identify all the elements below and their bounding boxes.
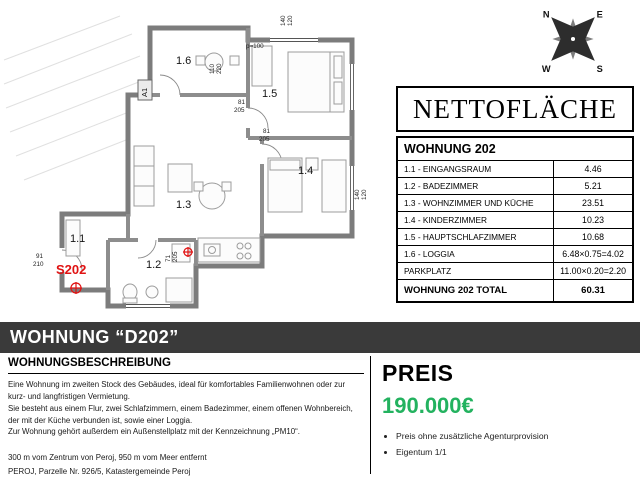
description-paragraph: Zur Wohnung gehört außerdem ein Außenste…	[8, 427, 300, 437]
description-section: WOHNUNGSBESCHREIBUNG Eine Wohnung im zwe…	[8, 357, 364, 478]
price-note: Preis ohne zusätzliche Agenturprovision	[396, 431, 634, 441]
dimension-label: 110	[209, 63, 216, 74]
furniture	[65, 45, 347, 304]
dimension-label: p=100	[246, 43, 264, 50]
dimension-label: 205	[259, 136, 270, 143]
door	[59, 74, 283, 272]
row-label: 1.5 - HAUPTSCHLAFZIMMER	[396, 228, 555, 246]
description-heading: WOHNUNGSBESCHREIBUNG	[8, 357, 171, 369]
dimension-label: 140	[354, 189, 361, 200]
unit-label: S202	[56, 262, 86, 277]
heading-divider	[8, 373, 364, 374]
room-label-1-4: 1.4	[298, 165, 313, 177]
dimension-label: 140	[280, 15, 287, 26]
right-panel: N E S W NETTOFLÄCHE WOHNUNG 202 1.1 - EI…	[392, 0, 640, 322]
row-label: 1.4 - KINDERZIMMER	[396, 211, 555, 229]
row-value: 10.68	[553, 228, 634, 246]
netto-title: NETTOFLÄCHE	[413, 93, 617, 124]
dimension-label: 205	[234, 107, 245, 114]
location-info: 300 m vom Zentrum von Peroj, 950 m vom M…	[8, 451, 364, 478]
compass-s: S	[597, 64, 603, 74]
description-paragraph: Sie besteht aus einem Flur, zwei Schlafz…	[8, 403, 353, 425]
row-value: 11.00×0.20=2.20	[553, 262, 634, 280]
room-label-1-1: 1.1	[70, 233, 85, 245]
room-label-1-3: 1.3	[176, 199, 191, 211]
vertical-divider	[370, 356, 371, 474]
row-label: PARKPLATZ	[396, 262, 555, 280]
dimension-label: 205	[172, 251, 179, 262]
room-label-1-5: 1.5	[262, 88, 277, 100]
row-label: 1.3 - WOHNZIMMER UND KÜCHE	[396, 194, 555, 212]
netto-table-header: WOHNUNG 202	[396, 136, 634, 161]
price-notes: Preis ohne zusätzliche Agenturprovision …	[396, 431, 634, 457]
compass-rose: N E S W	[542, 9, 603, 74]
row-value: 5.21	[553, 177, 634, 195]
price-section: PREIS 190.000€ Preis ohne zusätzliche Ag…	[382, 360, 634, 463]
title-banner: WOHNUNG “D202”	[0, 322, 640, 353]
row-label: 1.1 - EINGANGSRAUM	[396, 160, 555, 178]
row-label: 1.6 - LOGGIA	[396, 245, 555, 263]
row-label: 1.2 - BADEZIMMER	[396, 177, 555, 195]
dimension-label: 71	[165, 254, 172, 262]
dimension-label: 220	[216, 63, 223, 74]
price-value: 190.000€	[382, 393, 474, 418]
floor-plan: S202 A1 1.6 1.5 1.4 1.3 1.1 1.2 140 120 …	[3, 15, 368, 309]
dimension-label: 120	[287, 15, 294, 26]
a1-marker: A1	[137, 79, 153, 101]
svg-text:A1: A1	[140, 88, 149, 97]
dimension-label: 81	[263, 128, 271, 135]
dimension-label: 210	[33, 261, 44, 268]
row-value: 10.23	[553, 211, 634, 229]
location-line: 300 m vom Zentrum von Peroj, 950 m vom M…	[8, 453, 207, 463]
row-value: 23.51	[553, 194, 634, 212]
red-survey-marks	[70, 247, 193, 294]
total-value: 60.31	[553, 279, 634, 303]
dimension-label: 120	[361, 189, 368, 200]
row-value: 6.48×0.75=4.02	[553, 245, 634, 263]
dimension-label: 81	[238, 99, 246, 106]
location-line: PEROJ, Parzelle Nr. 926/5, Katastergemei…	[8, 466, 191, 476]
row-value: 4.46	[553, 160, 634, 178]
compass-w: W	[542, 64, 551, 74]
price-heading: PREIS	[382, 360, 454, 386]
description-paragraph: Eine Wohnung im zweiten Stock des Gebäud…	[8, 380, 346, 401]
room-label-1-6: 1.6	[176, 55, 191, 67]
netto-title-box: NETTOFLÄCHE	[396, 86, 634, 132]
banner-title: WOHNUNG “D202”	[10, 327, 179, 347]
price-note: Eigentum 1/1	[396, 447, 634, 457]
dimension-label: 91	[36, 253, 44, 260]
compass-n: N	[543, 9, 550, 19]
room-label-1-2: 1.2	[146, 259, 161, 271]
compass-e: E	[597, 9, 603, 19]
window	[126, 37, 355, 309]
total-label: WOHNUNG 202 TOTAL	[396, 279, 555, 303]
terrain-hatch	[3, 15, 145, 181]
